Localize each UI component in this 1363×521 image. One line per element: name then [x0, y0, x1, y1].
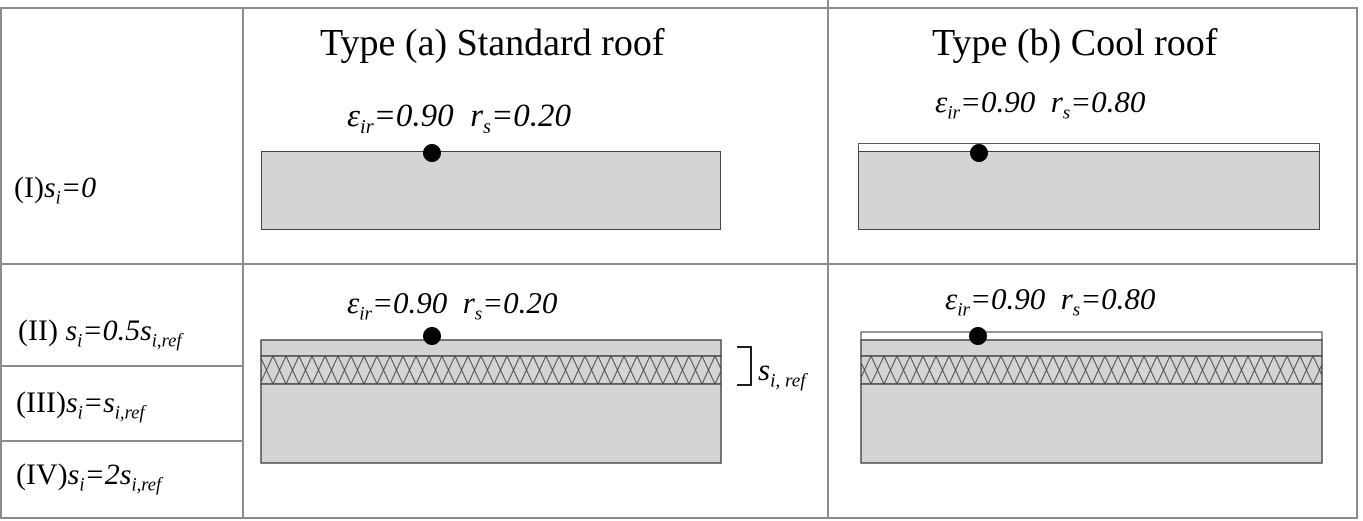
annotation-standard-top: εir=0.90 rs=0.20 — [347, 98, 572, 139]
measurement-point-standard-insulated — [423, 327, 441, 345]
column-divider-2 — [827, 0, 829, 519]
header-cool-roof: Type (b) Cool roof — [932, 22, 1218, 64]
row-label-II: (II) si=0.5si,ref — [18, 314, 182, 352]
row-divider-sub-1 — [0, 365, 243, 367]
cool-insulated-roof — [860, 327, 1323, 464]
insulation-thickness-label: si, ref — [758, 352, 806, 392]
measurement-point-standard — [423, 144, 441, 162]
annotation-standard-bottom: εir=0.90 rs=0.20 — [347, 285, 558, 325]
header-standard-roof: Type (a) Standard roof — [320, 22, 665, 64]
row-label-IV: (IV)si=2si,ref — [16, 458, 162, 496]
cool-roof-slab — [858, 151, 1320, 230]
standard-roof-slab — [261, 151, 721, 230]
table-border-bottom — [0, 517, 1358, 519]
measurement-point-cool-insulated — [969, 327, 987, 345]
annotation-cool-bottom: εir=0.90 rs=0.80 — [945, 281, 1156, 321]
row-divider-main — [0, 263, 1358, 265]
table-border-top — [0, 7, 1358, 9]
row-label-III: (III)si=si,ref — [16, 386, 145, 424]
row-divider-sub-2 — [0, 440, 243, 442]
row-label-I: (I)si=0 — [14, 171, 97, 209]
insulation-bracket — [737, 346, 752, 386]
standard-insulated-roof — [260, 327, 722, 464]
annotation-cool-top: εir=0.90 rs=0.80 — [935, 84, 1146, 124]
measurement-point-cool — [970, 144, 988, 162]
